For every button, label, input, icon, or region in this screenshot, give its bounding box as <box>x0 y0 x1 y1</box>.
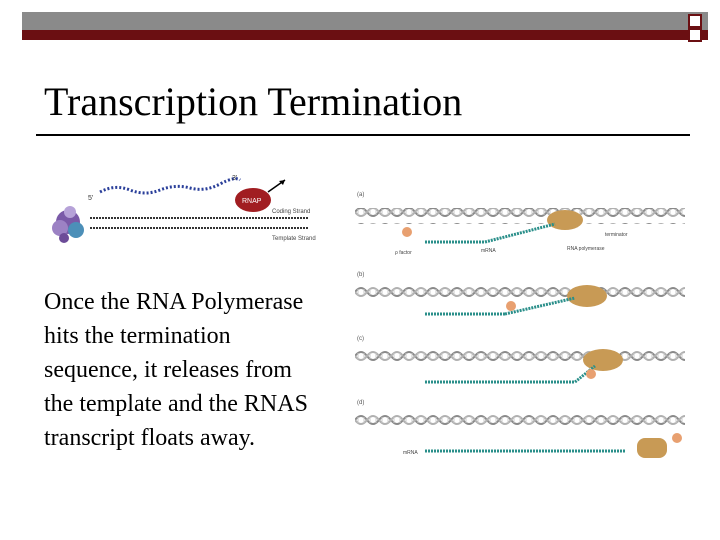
panel-a-label: (a) <box>357 192 364 198</box>
rna-polymerase-a <box>547 210 583 230</box>
mrna-label: mRNA <box>481 248 496 254</box>
panel-d-label: (d) <box>357 400 364 406</box>
released-rho-icon <box>672 433 682 443</box>
coding-strand-label: Coding Strand <box>272 209 310 215</box>
rnap-label: RNAP <box>242 198 262 205</box>
rho-factor-icon-b <box>506 301 516 311</box>
dna-helix-c <box>355 346 685 362</box>
rho-factor-icon-c <box>586 369 596 379</box>
rnap-blob <box>235 188 271 212</box>
dna-helix-a <box>355 208 685 224</box>
termination-panels-diagram: (a) ρ factor mRNA RNA polymerase termina… <box>355 192 685 458</box>
released-polymerase <box>637 438 667 458</box>
rho-factor-label: ρ factor <box>395 250 412 256</box>
rho-factor-icon-a <box>402 227 412 237</box>
title-underline <box>36 134 690 136</box>
rna-start-label: 5' <box>88 195 93 202</box>
terminator-label: terminator <box>605 232 628 238</box>
mrna-label-d: mRNA <box>403 450 418 456</box>
corner-decoration <box>686 12 708 42</box>
slide-body-text: Once the RNA Polymerase hits the termina… <box>44 289 308 451</box>
panel-b-label: (b) <box>357 272 364 278</box>
rna-polymerase-label: RNA polymerase <box>567 246 605 252</box>
rna-transcript-strand <box>99 177 241 195</box>
corner-square-icon <box>688 28 702 42</box>
slide-title: Transcription Termination <box>44 79 463 124</box>
rna-polymerase-c <box>583 349 623 371</box>
header-accent-bar <box>22 30 708 40</box>
template-strand-label: Template Strand <box>272 236 316 242</box>
rnap-diagram: 3' 5' RNAP Coding Strand Template Strand <box>52 175 316 243</box>
corner-square-icon <box>688 14 702 28</box>
rna-end-label: 3' <box>232 175 237 182</box>
rna-polymerase-b <box>567 285 607 307</box>
dna-helix-d <box>355 410 685 426</box>
dna-helix-b <box>355 282 685 298</box>
panel-c-label: (c) <box>357 336 364 342</box>
